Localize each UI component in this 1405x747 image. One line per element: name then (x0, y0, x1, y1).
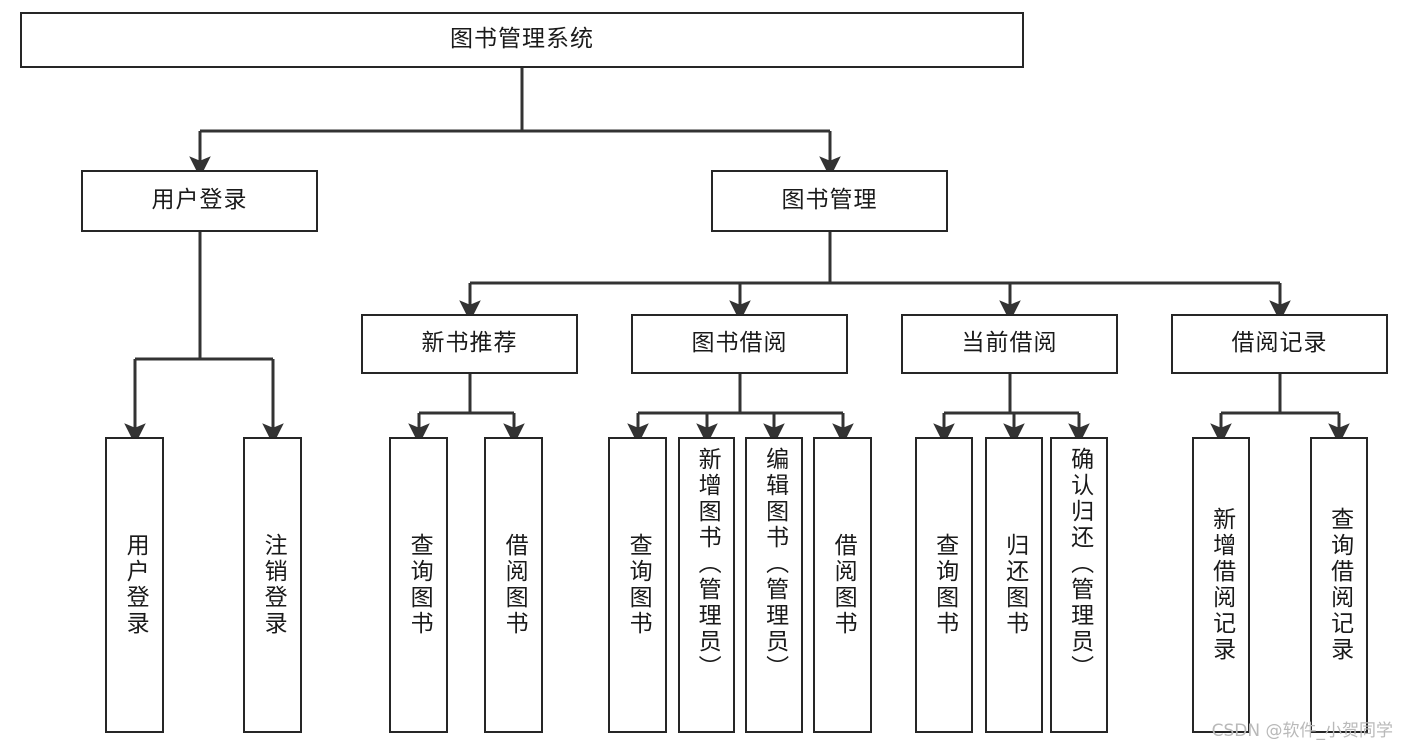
node-borrow-record[interactable]: 借阅记录 (1171, 314, 1388, 374)
node-current-borrow-label: 当前借阅 (961, 330, 1058, 357)
leaf-confirm-return-admin[interactable]: 确认归还（管理员） (1050, 437, 1108, 733)
watermark: CSDN @软件_小贺同学 (1211, 721, 1393, 741)
node-book-manage-label: 图书管理 (781, 187, 878, 214)
leaf-add-borrow-record[interactable]: 新增借阅记录 (1192, 437, 1250, 733)
leaf-return-book-label: 归还图书 (1001, 533, 1028, 637)
node-user-login[interactable]: 用户登录 (81, 170, 318, 232)
node-root[interactable]: 图书管理系统 (20, 12, 1024, 68)
leaf-borrow-book[interactable]: 借阅图书 (813, 437, 872, 733)
leaf-query-borrow-record-label: 查询借阅记录 (1326, 507, 1353, 663)
leaf-borrow-book-label: 借阅图书 (830, 533, 857, 637)
node-current-borrow[interactable]: 当前借阅 (901, 314, 1118, 374)
leaf-query-book-borrow[interactable]: 查询图书 (608, 437, 667, 733)
leaf-query-book-recommend[interactable]: 查询图书 (389, 437, 448, 733)
node-borrow-record-label: 借阅记录 (1231, 330, 1328, 357)
node-book-borrow-label: 图书借阅 (691, 330, 788, 357)
leaf-confirm-return-admin-label: 确认归还（管理员） (1066, 447, 1093, 681)
leaf-query-book-current[interactable]: 查询图书 (915, 437, 973, 733)
node-user-login-label: 用户登录 (151, 187, 248, 214)
leaf-add-book-admin-label: 新增图书（管理员） (694, 447, 721, 681)
leaf-query-book-current-label: 查询图书 (931, 533, 958, 637)
node-new-book-recommend[interactable]: 新书推荐 (361, 314, 578, 374)
leaf-user-login[interactable]: 用户登录 (105, 437, 164, 733)
leaf-add-book-admin[interactable]: 新增图书（管理员） (678, 437, 735, 733)
node-book-borrow[interactable]: 图书借阅 (631, 314, 848, 374)
leaf-query-book-borrow-label: 查询图书 (625, 533, 652, 637)
leaf-user-login-label: 用户登录 (122, 533, 149, 637)
leaf-edit-book-admin-label: 编辑图书（管理员） (761, 447, 788, 681)
node-root-label: 图书管理系统 (450, 26, 594, 53)
leaf-add-borrow-record-label: 新增借阅记录 (1208, 507, 1235, 663)
leaf-edit-book-admin[interactable]: 编辑图书（管理员） (745, 437, 803, 733)
leaf-borrow-book-recommend[interactable]: 借阅图书 (484, 437, 543, 733)
leaf-query-borrow-record[interactable]: 查询借阅记录 (1310, 437, 1368, 733)
leaf-logout[interactable]: 注销登录 (243, 437, 302, 733)
node-book-manage[interactable]: 图书管理 (711, 170, 948, 232)
node-new-book-recommend-label: 新书推荐 (421, 330, 518, 357)
leaf-borrow-book-recommend-label: 借阅图书 (501, 533, 528, 637)
leaf-query-book-recommend-label: 查询图书 (406, 533, 433, 637)
leaf-return-book[interactable]: 归还图书 (985, 437, 1043, 733)
leaf-logout-label: 注销登录 (260, 533, 287, 637)
